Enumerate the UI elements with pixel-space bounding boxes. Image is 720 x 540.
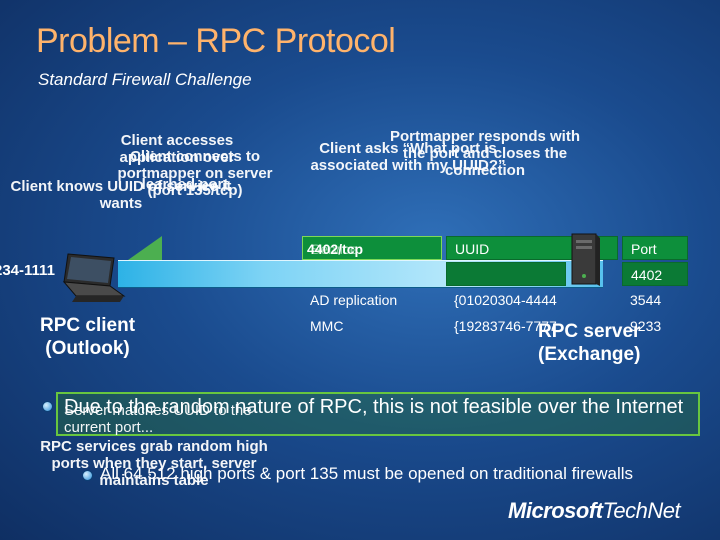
note-learned-port: learned port (141, 176, 229, 193)
table-cell-service: MMC (310, 318, 344, 334)
slide-subtitle: Standard Firewall Challenge (38, 70, 252, 89)
table-cell-port: 3544 (630, 292, 662, 308)
header-service-text: Service (311, 241, 358, 257)
client-ip-label: 234-1111 (0, 262, 55, 279)
logo-product: TechNet (602, 498, 681, 523)
bullet-2: All 64,512 high ports & port 135 must be… (100, 464, 633, 483)
note-client-asks: Client asks “What port is associated wit… (310, 140, 506, 174)
table-cell-service (302, 262, 442, 286)
note-client-knows: Client knows UUID of service it wants (10, 178, 232, 212)
table-cell-uuid: {19283746-7777 (454, 318, 557, 334)
bullet-icon (42, 401, 53, 412)
rpc-server-title: RPC server (538, 321, 641, 342)
table-cell-service: AD replication (310, 292, 398, 308)
bullet-icon (82, 470, 93, 481)
logo-brand: Microsoft (508, 498, 603, 523)
overlay-server-matches: Server matches UUID to the current port.… (64, 402, 252, 436)
rpc-client-app: (Outlook) (45, 338, 130, 359)
note-portmapper-responds: Portmapper responds with the port and cl… (389, 128, 581, 179)
note-client-connects: Client connects to portmapper on server … (117, 148, 273, 199)
rpc-server-label: RPC server (Exchange) (538, 320, 640, 366)
table-row: 4402 (302, 262, 688, 288)
laptop-icon (62, 253, 126, 302)
note-client-accesses: Client accesses application over (119, 132, 235, 166)
table-cell-uuid: {01020304-4444 (454, 292, 557, 308)
slide-title: Problem – RPC Protocol (36, 22, 396, 60)
table-row: AD replication {01020304-4444 3544 (302, 288, 688, 314)
table-cell-uuid (446, 262, 566, 286)
microsoft-technet-logo: MicrosoftTechNet (508, 498, 681, 524)
rpc-client-title: RPC client (40, 315, 136, 336)
table-row: MMC {19283746-7777 9233 (302, 314, 688, 340)
rpc-client-label: RPC client (Outlook) (40, 314, 135, 360)
bullet-1: Due to the random nature of RPC, this is… (64, 396, 684, 418)
rpc-server-app: (Exchange) (538, 344, 641, 365)
portmapper-port-overlay: 4402/tcp (307, 241, 364, 257)
overlay-rpc-services: RPC services grab random high ports when… (40, 438, 268, 489)
server-icon (571, 233, 600, 286)
table-cell-port: 4402 (622, 262, 688, 286)
callout-box (56, 392, 700, 436)
table-header-service: Service 4402/tcp (302, 236, 442, 260)
table-header-row: Service 4402/tcp UUID Port (302, 236, 688, 262)
table-cell-port: 9233 (630, 318, 662, 334)
table-header-port: Port (622, 236, 688, 260)
